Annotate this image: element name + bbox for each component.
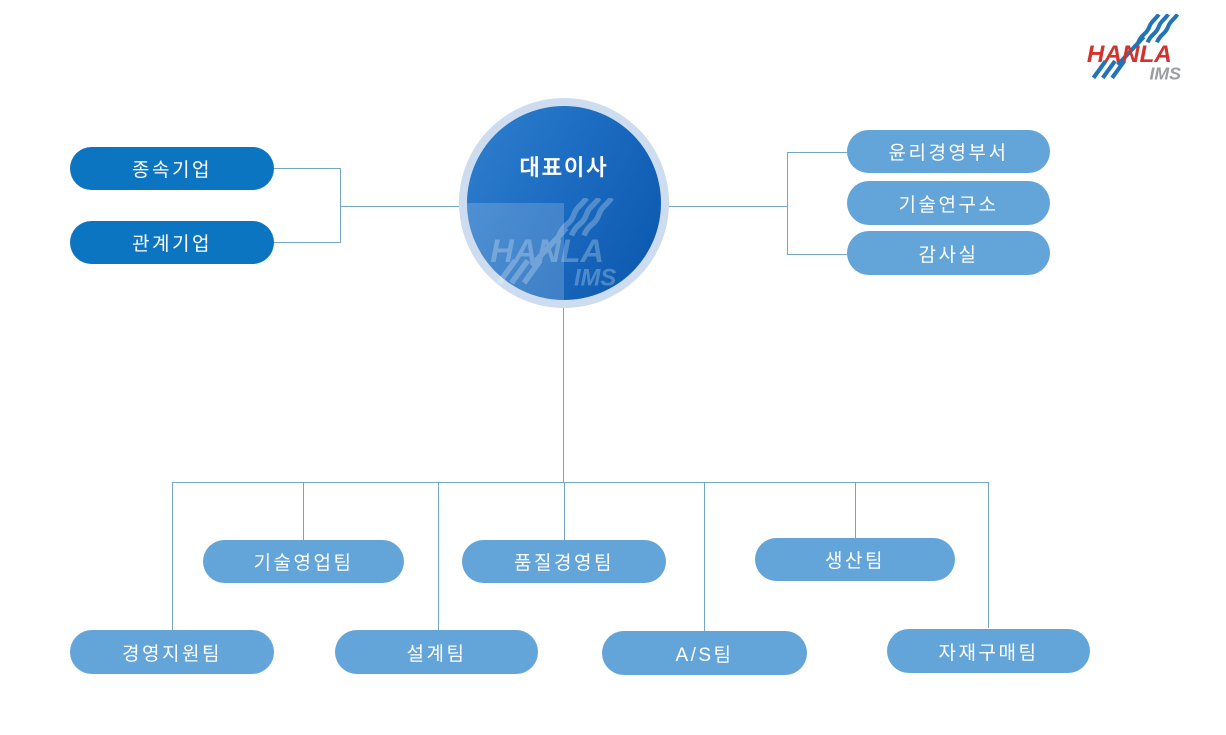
node-audit-office: 감사실 — [847, 231, 1050, 275]
connector-line — [303, 482, 304, 540]
node-related-companies: 관계기업 — [70, 221, 274, 264]
connector-line — [172, 482, 989, 483]
connector-line — [787, 254, 848, 255]
node-label: 감사실 — [918, 244, 979, 266]
connector-line — [988, 482, 989, 628]
connector-line — [855, 482, 856, 538]
node-label: 생산팀 — [825, 551, 885, 572]
connector-line — [272, 242, 340, 243]
node-design-team: 설계팀 — [335, 630, 538, 674]
connector-line — [787, 152, 848, 153]
node-ceo-circle: HANLA IMS 대표이사 — [459, 98, 669, 308]
node-materials-purchasing-team: 자재구매팀 — [887, 629, 1090, 673]
node-label: 종속기업 — [132, 160, 212, 181]
logo-sub-text: IMS — [1149, 64, 1181, 82]
node-label: 경영지원팀 — [122, 643, 222, 665]
node-ceo-label: 대표이사 — [519, 155, 609, 180]
node-tech-sales-team: 기술영업팀 — [203, 540, 404, 583]
node-label: 설계팀 — [406, 643, 467, 665]
connector-line — [564, 482, 565, 540]
connector-line — [272, 168, 340, 169]
node-quality-mgmt-team: 품질경영팀 — [462, 540, 666, 583]
connector-line — [787, 152, 788, 255]
node-label: 기술영업팀 — [253, 553, 354, 574]
watermark-brand-text: HANLA — [490, 233, 604, 269]
logo-brand-text: HANLA — [1087, 41, 1172, 68]
connector-line — [438, 482, 439, 630]
node-mgmt-support-team: 경영지원팀 — [70, 630, 274, 674]
node-label: 자재구매팀 — [938, 642, 1039, 664]
node-production-team: 생산팀 — [755, 538, 955, 581]
watermark-sub-text: IMS — [574, 265, 616, 289]
connector-line — [563, 308, 564, 482]
ceo-circle-fill — [467, 106, 661, 300]
hanla-ims-watermark-logo: HANLA IMS — [490, 198, 616, 289]
node-label: 기술연구소 — [898, 194, 999, 216]
connector-line — [340, 168, 341, 243]
node-tech-research-institute: 기술연구소 — [847, 181, 1050, 225]
node-subsidiaries: 종속기업 — [70, 147, 274, 190]
node-label: 관계기업 — [132, 234, 212, 255]
node-as-team: A/S팀 — [602, 631, 807, 675]
connector-line — [704, 482, 705, 632]
node-label: 윤리경영부서 — [888, 143, 1009, 164]
connector-line — [340, 206, 462, 207]
connector-line — [666, 206, 787, 207]
node-ethics-management-dept: 윤리경영부서 — [847, 130, 1050, 173]
node-label: A/S팀 — [675, 644, 734, 666]
node-label: 품질경영팀 — [514, 553, 614, 574]
circle-highlight-quadrant — [467, 203, 564, 300]
connector-line — [172, 482, 173, 630]
hanla-ims-logo: HANLA IMS — [1087, 14, 1181, 82]
